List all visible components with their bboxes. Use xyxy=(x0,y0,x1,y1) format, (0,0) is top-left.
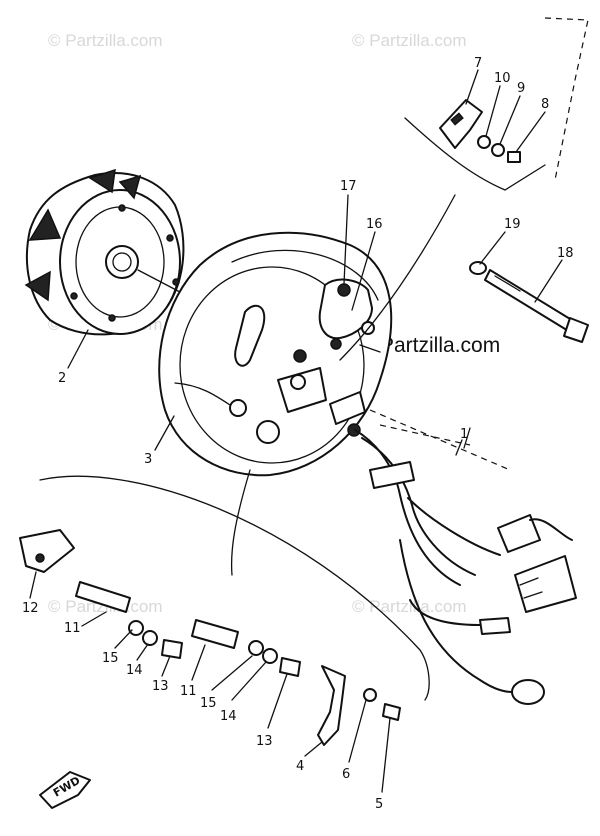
callout-numbers: 7 10 9 8 17 16 19 18 2 3 1 12 11 15 14 1… xyxy=(22,56,574,812)
callout-11-left: 11 xyxy=(64,621,81,636)
callout-7: 7 xyxy=(474,56,482,71)
callout-5: 5 xyxy=(375,797,383,812)
callout-9: 9 xyxy=(517,81,525,96)
leader-upper xyxy=(339,194,456,361)
callout-13-right: 13 xyxy=(256,734,273,749)
callout-2: 2 xyxy=(58,371,66,386)
callout-17: 17 xyxy=(340,179,357,194)
lower-right-parts xyxy=(317,665,401,746)
leader-lower xyxy=(230,469,251,576)
callout-19: 19 xyxy=(504,217,521,232)
lower-left-parts xyxy=(19,529,301,677)
callout-16: 16 xyxy=(366,217,383,232)
wiring-harness xyxy=(354,429,577,705)
callout-18: 18 xyxy=(557,246,574,261)
watermark-main: Partzilla.com xyxy=(380,334,500,357)
watermark-top-right: © Partzilla.com xyxy=(352,31,467,50)
callout-4: 4 xyxy=(296,759,304,774)
callout-leaders xyxy=(29,69,563,793)
callout-6: 6 xyxy=(342,767,350,782)
callout-13-left: 13 xyxy=(152,679,169,694)
bracket-outline xyxy=(404,117,546,191)
bolt-assembly xyxy=(469,261,589,343)
callout-11-right: 11 xyxy=(180,684,197,699)
flywheel-rotor xyxy=(24,168,185,336)
callout-14-right: 14 xyxy=(220,709,237,724)
callout-10: 10 xyxy=(494,71,511,86)
callout-8: 8 xyxy=(541,97,549,112)
rotor-axis-line xyxy=(137,269,181,293)
lower-bracket-outline xyxy=(39,475,430,701)
watermark-bottom-left: © Partzilla.com xyxy=(48,597,163,616)
watermark-top-left: © Partzilla.com xyxy=(48,31,163,50)
contact-breaker-assembly xyxy=(256,278,381,444)
callout-15-right: 15 xyxy=(200,696,217,711)
callout-3: 3 xyxy=(144,452,152,467)
callout-14-left: 14 xyxy=(126,663,143,678)
assembly-outline xyxy=(369,17,589,471)
bracket-parts-top xyxy=(439,99,521,163)
callout-1: 1 xyxy=(460,427,468,442)
callout-15-left: 15 xyxy=(102,651,119,666)
fwd-arrow: FWD xyxy=(39,771,91,809)
callout-12: 12 xyxy=(22,601,39,616)
